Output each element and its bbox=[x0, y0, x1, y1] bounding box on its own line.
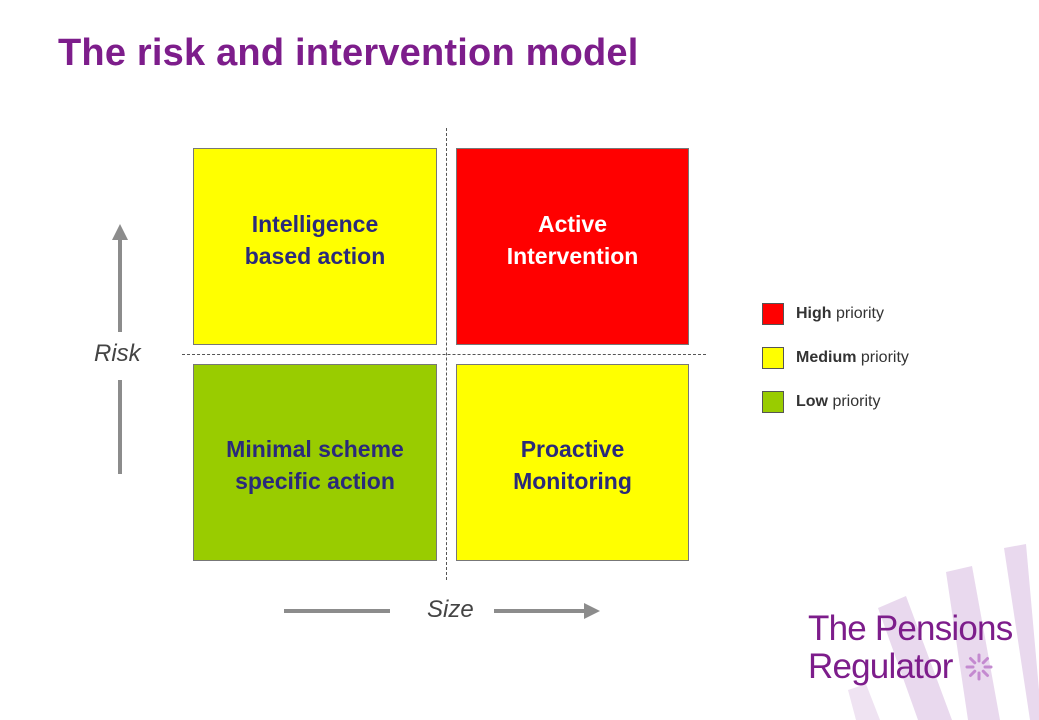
legend-text: Low priority bbox=[796, 393, 881, 410]
legend-item-high: High priority bbox=[762, 302, 909, 326]
horizontal-divider bbox=[182, 354, 706, 355]
legend-swatch-high bbox=[762, 303, 784, 325]
sunburst-icon bbox=[965, 653, 992, 681]
legend-swatch-low bbox=[762, 391, 784, 413]
logo-text-line2: Regulator bbox=[808, 648, 1012, 686]
quadrant-active-intervention: Active Intervention bbox=[456, 148, 689, 345]
size-axis-label: Size bbox=[427, 596, 474, 623]
quadrant-label: Active Intervention bbox=[506, 210, 639, 269]
page-title: The risk and intervention model bbox=[58, 32, 639, 74]
legend-text: High priority bbox=[796, 305, 884, 322]
quadrant-intelligence-based-action: Intelligence based action bbox=[193, 148, 437, 345]
logo-text-line1: The Pensions bbox=[808, 609, 1013, 648]
quadrant-minimal-scheme-specific-action: Minimal scheme specific action bbox=[193, 364, 437, 561]
pensions-regulator-logo: The Pensions Regulator bbox=[808, 609, 1013, 686]
quadrant-label: Proactive Monitoring bbox=[513, 435, 632, 494]
priority-legend: High priority Medium priority Low priori… bbox=[762, 302, 909, 434]
legend-item-medium: Medium priority bbox=[762, 346, 909, 370]
legend-swatch-medium bbox=[762, 347, 784, 369]
quadrant-label: Minimal scheme specific action bbox=[226, 435, 404, 494]
legend-text: Medium priority bbox=[796, 349, 909, 366]
size-axis-arrow bbox=[284, 603, 600, 619]
legend-item-low: Low priority bbox=[762, 390, 909, 414]
quadrant-proactive-monitoring: Proactive Monitoring bbox=[456, 364, 689, 561]
risk-axis-arrow bbox=[112, 224, 128, 474]
risk-axis-label: Risk bbox=[94, 340, 141, 367]
quadrant-label: Intelligence based action bbox=[244, 210, 386, 269]
